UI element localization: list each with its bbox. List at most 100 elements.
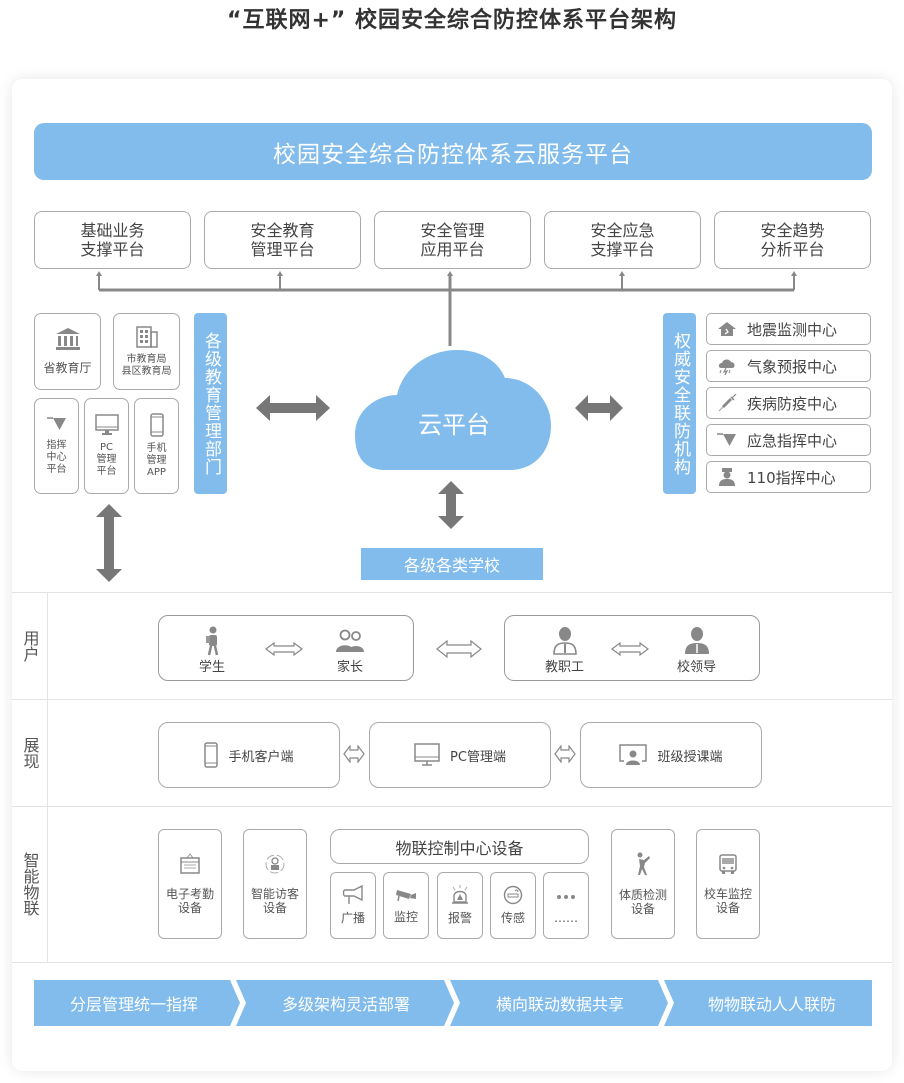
platform-box: 安全管理 应用平台: [374, 211, 531, 269]
bidirectional-arrow-left: [256, 395, 330, 421]
agency-disease: 疾病防疫中心: [706, 387, 871, 419]
bidirectional-arrow-down: [438, 481, 464, 529]
device-label: 智能访客 设备: [250, 887, 299, 915]
iot-label: 传感: [500, 911, 525, 925]
syringe-icon: [718, 394, 737, 412]
feature-label: 物物联动人人联防: [707, 995, 836, 1014]
user-group-family: 学生 家长: [158, 615, 414, 681]
agency-label: 地震监测中心: [747, 320, 838, 339]
parents-icon: [336, 629, 364, 652]
cctv-camera-icon: [396, 890, 416, 902]
agency-label: 应急指挥中心: [747, 431, 838, 450]
cloud-shape: [355, 350, 551, 470]
agency-police: 110指挥中心: [706, 461, 871, 493]
terminal-label: PC 管理 平台: [96, 442, 117, 477]
terminal-label: 指挥 中心 平台: [46, 440, 67, 475]
feature-chevron: [450, 980, 668, 1026]
cloud-service-platform-bar: 校园安全综合防控体系云服务平台: [34, 123, 872, 180]
row-divider: [12, 699, 892, 700]
iot-broadcast: 广播: [330, 872, 376, 939]
staff-icon: [552, 627, 577, 655]
megaphone-icon: [342, 885, 363, 904]
unit-label: 省教育厅: [43, 361, 92, 375]
client-double-arrow-icon: [554, 745, 576, 763]
monitor-icon: [414, 743, 440, 766]
client-label: 班级授课端: [657, 749, 723, 765]
row-divider: [12, 806, 892, 807]
terminal-pc-platform: PC 管理 平台: [84, 398, 129, 494]
alarm-light-icon: [452, 885, 468, 904]
row-divider: [12, 962, 892, 963]
unit-city-education: 市教育局 县区教育局: [113, 313, 180, 390]
agency-weather: 气象预报中心: [706, 350, 871, 382]
more-dots-icon: [557, 894, 575, 899]
feature-chevron: [34, 980, 240, 1026]
exercise-person-icon: [637, 852, 650, 875]
client-classroom: 班级授课端: [580, 722, 762, 788]
visitor-icon: [265, 854, 285, 874]
agencies-label: 权威安全联防机构: [663, 313, 696, 494]
row-label-iot: 智能物联: [20, 852, 40, 916]
funnel-command-icon: [717, 433, 736, 446]
client-label: PC管理端: [450, 749, 506, 765]
feature-chevron: [236, 980, 454, 1026]
terminal-command-center: 指挥 中心 平台: [34, 398, 79, 494]
user-student: 学生: [199, 626, 225, 675]
double-arrow-icon: [611, 642, 649, 656]
iot-label: 监控: [393, 910, 418, 924]
user-label: 校领导: [677, 660, 717, 675]
user-parents: 家长: [335, 626, 365, 675]
user-label: 教职工: [545, 660, 585, 675]
agency-label: 疾病防疫中心: [747, 394, 838, 413]
client-label: 手机客户端: [228, 749, 294, 765]
government-building-icon: [55, 328, 80, 350]
bidirectional-arrow-right: [575, 395, 623, 421]
iot-label: 广播: [340, 911, 365, 925]
user-staff: 教职工: [545, 626, 584, 675]
agency-label: 气象预报中心: [747, 357, 838, 376]
double-arrow-icon: [265, 642, 303, 656]
device-visitor: 智能访客 设备: [243, 829, 307, 939]
device-fitness: 体质检测 设备: [611, 829, 675, 939]
monitor-icon: [94, 414, 119, 435]
device-label: 电子考勤 设备: [165, 887, 214, 915]
smoke-sensor-icon: [503, 885, 523, 905]
user-group-school: 教职工 校领导: [504, 615, 760, 681]
feature-chevrons: [34, 980, 872, 1026]
office-building-icon: [135, 325, 158, 348]
iot-label: ……: [554, 910, 578, 925]
agency-label: 110指挥中心: [747, 468, 836, 487]
iot-monitor: 监控: [383, 872, 429, 939]
iot-label: 报警: [447, 911, 472, 925]
unit-label: 市教育局 县区教育局: [121, 353, 172, 377]
device-attendance: 电子考勤 设备: [158, 829, 222, 939]
feature-chevron: [664, 980, 872, 1026]
smartphone-icon: [149, 413, 164, 437]
classroom-screen-icon: [619, 744, 648, 765]
device-schoolbus: 校车监控 设备: [696, 829, 760, 939]
leader-icon: [684, 627, 709, 654]
bidirectional-arrow-vertical: [96, 504, 122, 582]
school-bus-icon: [719, 854, 737, 874]
iot-alarm: 报警: [437, 872, 483, 939]
unit-provincial-education: 省教育厅: [34, 313, 101, 390]
attendance-board-icon: [180, 853, 200, 874]
device-label: 体质检测 设备: [618, 888, 667, 916]
terminal-mobile-app: 手机 管理 APP: [134, 398, 179, 494]
storm-cloud-icon: [718, 359, 735, 375]
education-dept-label: 各级教育管理部门: [194, 313, 227, 494]
row-divider: [12, 592, 892, 593]
agency-emergency: 应急指挥中心: [706, 424, 871, 456]
funnel-command-icon: [46, 417, 66, 430]
row-label-display: 展现: [20, 736, 40, 769]
iot-control-center: 物联控制中心设备: [330, 829, 589, 864]
user-label: 学生: [199, 660, 226, 675]
row-label-divider: [47, 592, 48, 962]
group-double-arrow-icon: [436, 640, 482, 658]
platform-box: 安全趋势 分析平台: [714, 211, 871, 269]
iot-more: ……: [543, 872, 589, 939]
broken-house-icon: [718, 322, 736, 336]
platform-box: 基础业务 支撑平台: [34, 211, 191, 269]
feature-label: 横向联动数据共享: [495, 995, 624, 1014]
client-double-arrow-icon: [343, 745, 365, 763]
